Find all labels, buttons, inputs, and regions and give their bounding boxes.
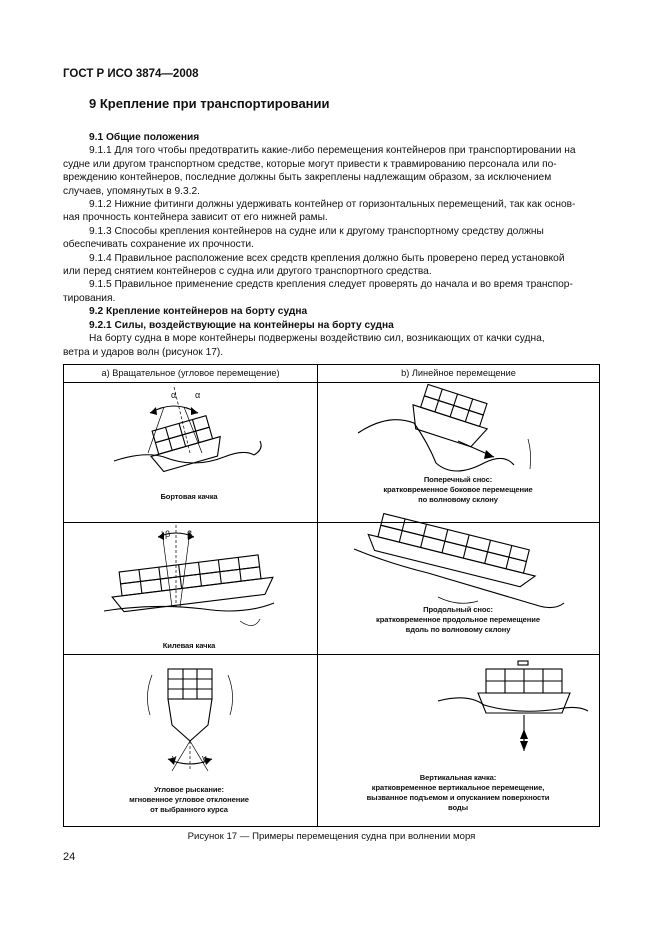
caption-line: Поперечный снос: [423, 475, 493, 484]
row-divider [64, 654, 599, 655]
caption-line: воды [447, 803, 468, 812]
caption-roll: Бортовая качка [160, 492, 218, 501]
caption-line: кратковременное продольное перемещение [376, 615, 540, 624]
caption-line: Вертикальная качка: [419, 773, 497, 782]
section-9-1: 9.1 Общие положения 9.1.1 Для того чтобы… [63, 131, 600, 359]
caption-line: кратковременное вертикальное перемещение… [371, 783, 545, 792]
text-line: 9.1.2 Нижние фитинги должны удерживать к… [89, 199, 576, 211]
caption-line: от выбранного курса [150, 805, 228, 814]
subsection-heading: 9.2 Крепление контейнеров на борту судна [89, 306, 308, 318]
symbol-alpha: α [171, 390, 177, 400]
figure-17-table: a) Вращательное (угловое перемещение) b)… [63, 364, 600, 827]
caption-line: мгновенное угловое отклонение [129, 795, 249, 804]
subsection-heading: 9.2.1 Силы, воздействующие на контейнеры… [89, 319, 394, 331]
caption-line: Угловое рыскание: [154, 785, 224, 794]
text-line: 9.1.3 Способы крепления контейнеров на с… [89, 225, 544, 237]
text-line: случаев, упомянутых в 9.3.2. [63, 185, 201, 197]
caption-line: вдоль по волновому склону [405, 625, 511, 634]
yaw-illustration [147, 668, 233, 772]
symbol-alpha: α [195, 390, 201, 400]
symbol-beta: β [165, 529, 171, 539]
row-divider [64, 522, 599, 523]
text-line: ветра и ударов волн (рисунок 17). [63, 346, 224, 358]
symbol-beta: β [187, 529, 193, 539]
symbol-gamma: γ [172, 753, 177, 763]
caption-line: Продольный снос: [423, 605, 493, 614]
text-line: 9.1.5 Правильное применение средств креп… [89, 279, 573, 291]
figure-caption: Рисунок 17 — Примеры перемещения судна п… [187, 831, 476, 842]
text-line: ная прочность контейнера зависит от его … [63, 212, 328, 224]
caption-pitch: Килевая качка [162, 641, 216, 650]
symbol-gamma: γ [202, 753, 207, 763]
caption-line: кратковременное боковое перемещение [383, 485, 533, 494]
text-line: На борту судна в море контейнеры подверж… [89, 333, 545, 345]
caption-surge: Продольный снос: кратковременное продоль… [338, 605, 578, 635]
text-line: 9.1.1 Для того чтобы предотвратить какие… [89, 145, 576, 157]
pitch-illustration [103, 525, 275, 626]
caption-line: по волновому склону [418, 495, 498, 504]
page-number: 24 [63, 851, 76, 863]
caption-line: вызванное подъемом и опусканием поверхно… [366, 793, 550, 802]
column-header-rotational: a) Вращательное (угловое перемещение) [101, 368, 280, 378]
document-header: ГОСТ Р ИСО 3874—2008 [63, 68, 199, 80]
subsection-heading: 9.1 Общие положения [89, 132, 200, 143]
sway-illustration [357, 383, 532, 472]
caption-sway: Поперечный снос: кратковременное боковое… [338, 475, 578, 505]
row-divider [64, 382, 599, 383]
section-title: 9 Крепление при транспортировании [89, 96, 330, 111]
text-line: вреждению контейнеров, последние должны … [63, 172, 552, 184]
text-line: тирования. [63, 292, 116, 304]
surge-illustration [353, 512, 565, 609]
text-line: обеспечивать сохранение их прочности. [63, 239, 254, 251]
caption-yaw: Угловое рыскание: мгновенное угловое отк… [104, 785, 274, 815]
text-line: 9.1.4 Правильное расположение всех средс… [89, 252, 565, 264]
heave-illustration [437, 660, 589, 751]
caption-heave: Вертикальная качка: кратковременное верт… [338, 773, 578, 813]
column-divider [317, 365, 318, 826]
text-line: или перед снятием контейнеров с судна ил… [63, 266, 432, 278]
roll-illustration [113, 386, 262, 473]
column-header-linear: b) Линейное перемещение [401, 368, 516, 378]
text-line: судне или другом транспортном средстве, … [63, 158, 557, 170]
